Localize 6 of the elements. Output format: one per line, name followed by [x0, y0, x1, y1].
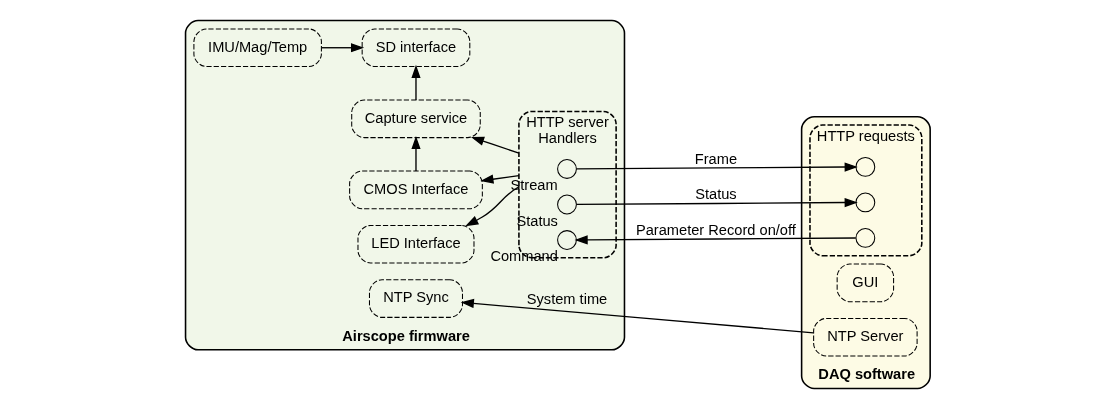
edge-label: System time: [526, 290, 608, 307]
edge-label: Status: [695, 186, 737, 203]
edge-label: Parameter Record on/off: [635, 222, 796, 239]
node-label: Command: [490, 248, 558, 265]
edge-label: Frame: [694, 150, 738, 167]
node-label: Status: [516, 212, 558, 229]
